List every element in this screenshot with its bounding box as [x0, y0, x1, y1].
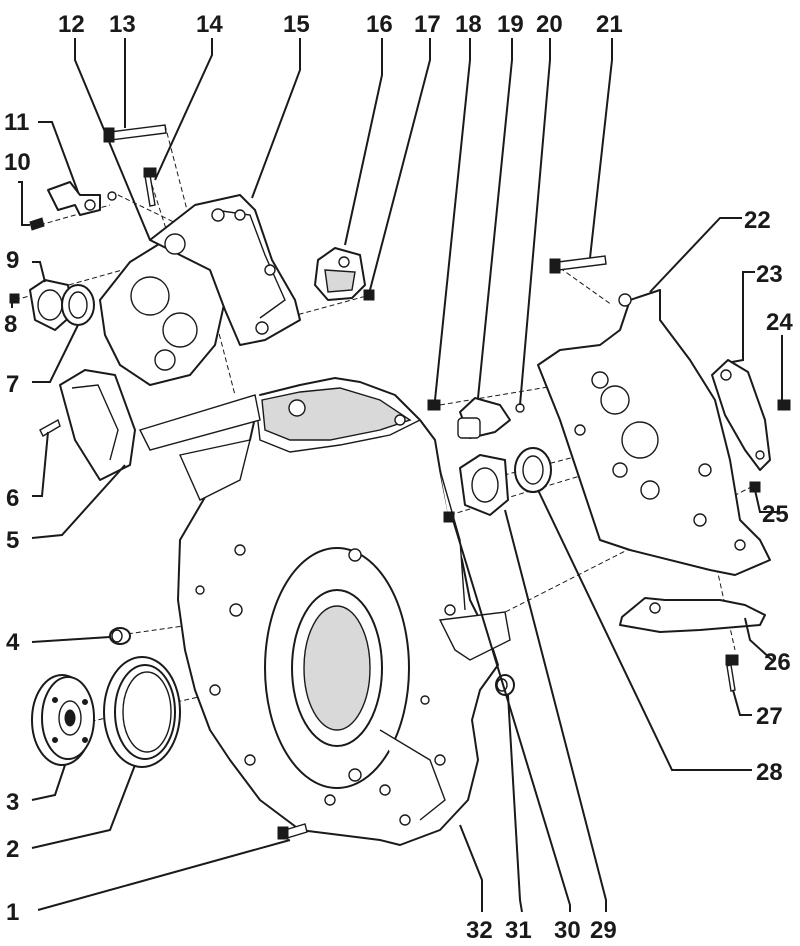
- callout-5: 5: [6, 527, 19, 554]
- callout-17: 17: [414, 11, 441, 38]
- hub-3: [31, 674, 95, 766]
- callout-labels: 1 2 3 4 5 6 7 8 9 10 11 12 13 14 15 16 1…: [4, 11, 793, 944]
- callout-9: 9: [6, 247, 19, 274]
- callout-26: 26: [764, 649, 791, 676]
- callout-27: 27: [756, 703, 783, 730]
- timing-housing-15: [149, 194, 301, 346]
- left-cover-7: [99, 227, 226, 386]
- callout-16: 16: [366, 11, 393, 38]
- bolts: [9, 124, 791, 840]
- cover-plate-5: [59, 369, 261, 501]
- callout-31: 31: [505, 917, 532, 944]
- crankcase-cover-32: [177, 377, 511, 846]
- callout-13: 13: [109, 11, 136, 38]
- flange-30-seal-29: [459, 447, 552, 516]
- callout-6: 6: [6, 485, 19, 512]
- callout-23: 23: [756, 261, 783, 288]
- leader-lines: [11, 38, 783, 913]
- callout-32: 32: [466, 917, 493, 944]
- callout-21: 21: [596, 11, 623, 38]
- callout-2: 2: [6, 836, 19, 863]
- callout-12: 12: [58, 11, 85, 38]
- callout-11: 11: [4, 109, 29, 136]
- gasket-23: [711, 359, 771, 471]
- callout-1: 1: [6, 899, 19, 926]
- bracket-16: [314, 247, 366, 301]
- right-cover-22: [537, 289, 771, 576]
- callout-14: 14: [196, 11, 223, 38]
- callout-18: 18: [455, 11, 482, 38]
- dowel-4: [109, 627, 131, 645]
- callout-20: 20: [536, 11, 563, 38]
- callout-4: 4: [6, 629, 20, 656]
- callout-30: 30: [554, 917, 581, 944]
- callout-3: 3: [6, 789, 19, 816]
- callout-22: 22: [744, 207, 771, 234]
- callout-19: 19: [497, 11, 524, 38]
- callout-29: 29: [590, 917, 617, 944]
- sensor-19: [457, 397, 511, 439]
- callout-15: 15: [283, 11, 310, 38]
- callout-24: 24: [766, 309, 793, 336]
- crankshaft-seal-2: [103, 656, 181, 768]
- sensor-11: [47, 181, 101, 216]
- callout-7: 7: [6, 371, 19, 398]
- seal-ring-7: [61, 284, 95, 326]
- callout-28: 28: [756, 759, 783, 786]
- callout-25: 25: [762, 501, 789, 528]
- plate-26: [619, 597, 766, 633]
- callout-10: 10: [4, 149, 31, 176]
- callout-8: 8: [4, 311, 17, 338]
